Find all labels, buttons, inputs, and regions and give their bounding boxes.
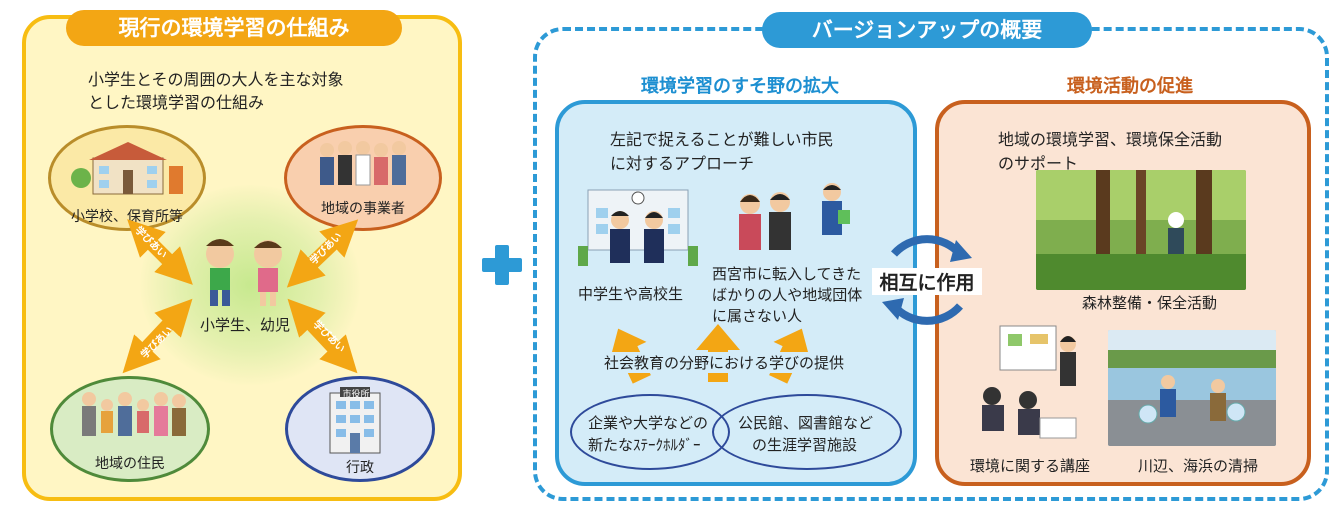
- stakeholders-line1: 企業や大学などの: [588, 414, 709, 432]
- newcomers-line3: に属さない人: [712, 307, 803, 325]
- plus-icon: [482, 245, 522, 285]
- school-building-icon: [71, 142, 183, 195]
- interaction-label: 相互に作用: [872, 268, 982, 295]
- node-government: 市役所 行政: [285, 376, 435, 482]
- node-businesses: 地域の事業者: [284, 125, 442, 231]
- current-system-description-line2: とした環境学習の仕組み: [88, 93, 265, 112]
- government-label: 行政: [346, 460, 374, 476]
- facilities-line1: 公民館、図書館など: [738, 414, 874, 432]
- newcomers-line2: ばかりの人や地域団体: [712, 286, 863, 304]
- students-school-icon: [578, 189, 698, 266]
- promotion-heading: 環境活動の促進: [1067, 76, 1193, 97]
- version-up-title: バージョンアップの概要: [762, 12, 1092, 48]
- promotion-intro-line1: 地域の環境学習、環境保全活動: [998, 130, 1223, 149]
- city-hall-building-icon: [329, 387, 381, 454]
- residents-label: 地域の住民: [95, 456, 165, 472]
- children-label: 小学生、幼児: [200, 316, 291, 334]
- cleanup-label: 川辺、海浜の清掃: [1138, 457, 1259, 475]
- current-system-description-line1: 小学生とその周囲の大人を主な対象: [88, 70, 344, 89]
- provision-label: 社会教育の分野における学びの提供: [600, 352, 849, 373]
- expansion-intro-line2: に対するアプローチ: [610, 154, 755, 173]
- students-label: 中学生や高校生: [578, 285, 684, 303]
- lecture-label: 環境に関する講座: [970, 457, 1091, 475]
- residents-family-icon: [82, 392, 186, 436]
- facilities-line2: の生涯学習施設: [752, 436, 858, 454]
- facilities-oval: [712, 394, 902, 470]
- newcomers-line1: 西宮市に転入してきた: [712, 265, 862, 283]
- city-hall-sign: 市役所: [342, 390, 370, 400]
- promotion-intro-line2: のサポート: [998, 154, 1079, 173]
- node-residents: 地域の住民: [50, 376, 210, 482]
- forest-label: 森林整備・保全活動: [1082, 294, 1218, 312]
- stakeholders-line2: 新たなｽﾃｰｸﾎﾙﾀﾞｰ: [588, 436, 701, 454]
- current-system-title: 現行の環境学習の仕組み: [66, 10, 402, 46]
- expansion-heading: 環境学習のすそ野の拡大: [641, 76, 839, 97]
- cleanup-photo: [1108, 330, 1276, 446]
- children-figures-icon: [206, 239, 282, 306]
- business-people-icon: [320, 141, 406, 186]
- forest-photo: [1036, 170, 1246, 290]
- newcomers-people-icon: [739, 183, 850, 250]
- businesses-label: 地域の事業者: [321, 201, 405, 217]
- lecture-illustration: [970, 322, 1088, 446]
- cycle-arrows-icon: [882, 235, 972, 325]
- expansion-intro-line1: 左記で捉えることが難しい市民: [610, 130, 834, 149]
- schools-label: 小学校、保育所等: [71, 209, 183, 225]
- node-schools: 小学校、保育所等: [48, 125, 206, 231]
